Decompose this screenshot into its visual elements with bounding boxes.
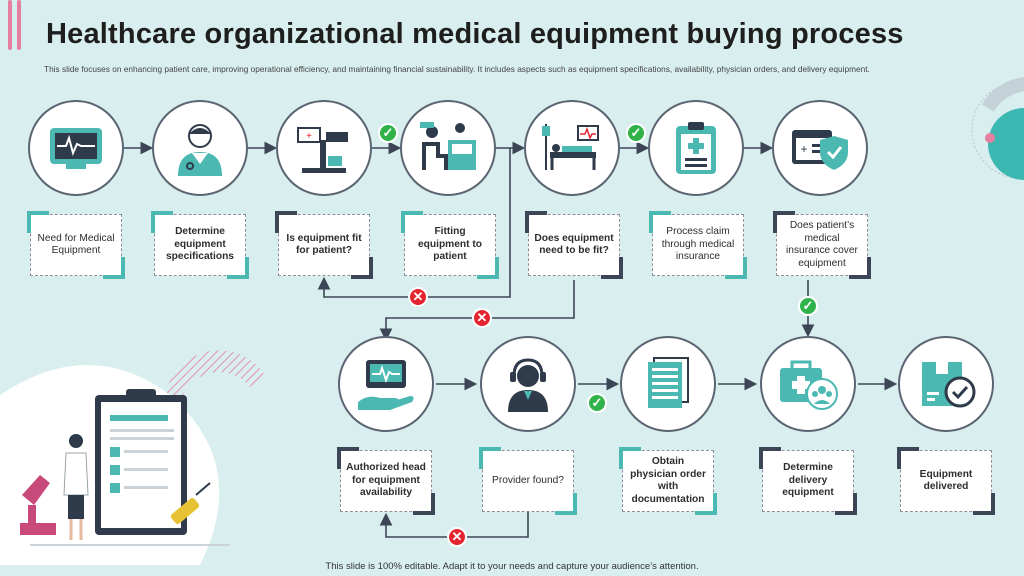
yes-badge: ✓ [587, 393, 607, 413]
hand-monitor-icon [358, 360, 414, 410]
step-circle-need-fit [524, 100, 620, 196]
doctor-clipboard-illustration [0, 365, 230, 565]
step-circle-provider [480, 336, 576, 432]
svg-text:+: + [306, 131, 312, 142]
yes-badge: ✓ [378, 123, 398, 143]
insurance-shield-icon: + [792, 130, 848, 170]
page-title: Healthcare organizational medical equipm… [46, 18, 904, 50]
step-circle-insurance-cover: + [772, 100, 868, 196]
page-subtitle: This slide focuses on enhancing patient … [44, 64, 870, 74]
decorative-circles [971, 77, 1024, 180]
step-label-provider: Provider found? [479, 447, 577, 515]
footer-note: This slide is 100% editable. Adapt it to… [325, 561, 699, 572]
step-label-delivered: Equipment delivered [897, 447, 995, 515]
step-label-delivery: Determine delivery equipment [759, 447, 857, 515]
step-label-need-fit: Does equipment need to be fit? [525, 211, 623, 279]
step-label-need-equipment: Need for Medical Equipment [27, 211, 125, 279]
step-label-fitting: Fitting equipment to patient [401, 211, 499, 279]
step-label-insurance-cover: Does patient’s medical insurance cover e… [773, 211, 871, 279]
decorative-stripes [164, 350, 265, 415]
doctor-icon [178, 124, 222, 176]
step-label-claim: Process claim through medical insurance [649, 211, 747, 279]
no-badge: ✕ [408, 287, 428, 307]
step-circle-authorized-head [338, 336, 434, 432]
delivered-box-icon [922, 362, 976, 408]
step-label-fit-check: Is equipment fit for patient? [275, 211, 373, 279]
documents-icon [648, 357, 689, 408]
step-circle-delivered [898, 336, 994, 432]
step-circle-fitting [400, 100, 496, 196]
lab-equipment-icon: + [297, 127, 348, 173]
no-badge: ✕ [472, 308, 492, 328]
hospital-bed-icon [542, 124, 599, 170]
step-label-specifications: Determine equipment specifications [151, 211, 249, 279]
support-agent-icon [508, 358, 548, 412]
step-circle-physician-order [620, 336, 716, 432]
step-circle-claim [648, 100, 744, 196]
step-circle-specifications [152, 100, 248, 196]
monitor-icon [50, 128, 102, 169]
medical-kit-icon [780, 360, 838, 410]
consultation-icon [420, 122, 476, 170]
yes-badge: ✓ [626, 123, 646, 143]
step-circle-delivery [760, 336, 856, 432]
clipboard-medical-icon [676, 122, 716, 174]
yes-badge: ✓ [798, 296, 818, 316]
step-circle-fit-check: + [276, 100, 372, 196]
step-label-authorized-head: Authorized head for equipment availabili… [337, 447, 435, 515]
step-label-physician-order: Obtain physician order with documentatio… [619, 447, 717, 515]
title-accent-bars [8, 0, 38, 50]
svg-text:+: + [800, 142, 807, 156]
no-badge: ✕ [447, 527, 467, 547]
step-circle-need-equipment [28, 100, 124, 196]
